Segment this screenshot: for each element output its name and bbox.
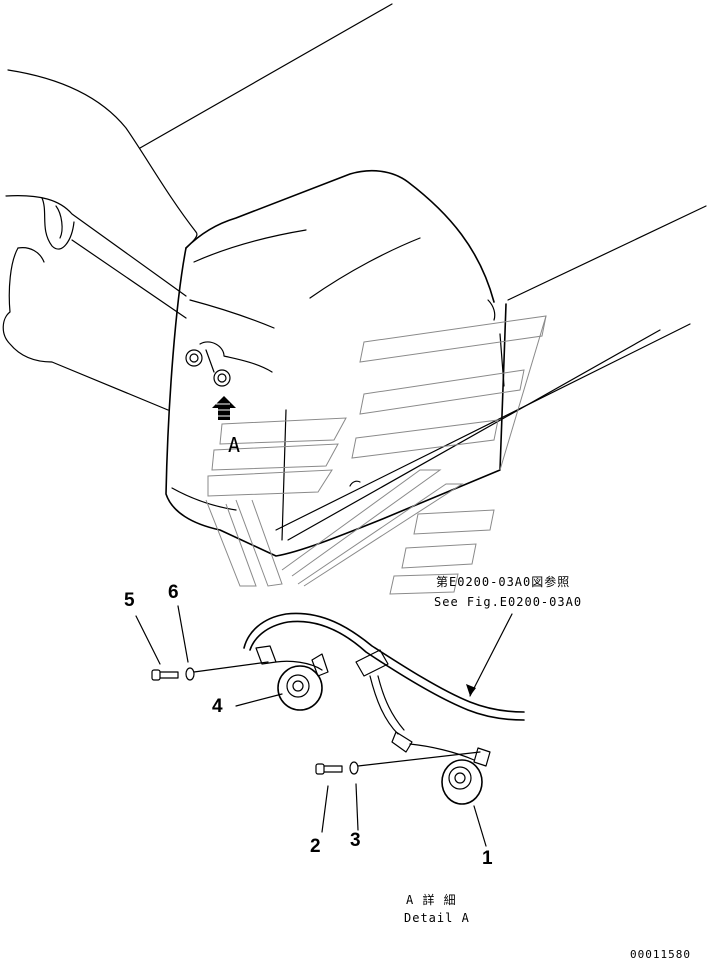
view-arrow-icon <box>212 396 236 420</box>
reference-label-jp: 第E0200-03A0図参照 <box>436 574 570 589</box>
bolt-right <box>315 763 343 775</box>
phantom-floor-panels <box>205 315 547 595</box>
washer-left <box>185 667 195 681</box>
drawing-number: 00011580 <box>630 948 691 961</box>
leader-washer-to-horn-right <box>357 751 481 767</box>
callout-1: 1 <box>482 848 493 869</box>
detail-caption-jp: A 詳 細 <box>406 892 457 907</box>
detail-caption-en: Detail A <box>404 911 470 925</box>
harness-assembly <box>243 612 525 805</box>
washer-right <box>349 761 359 775</box>
callout-2: 2 <box>310 836 321 857</box>
leader-washer-to-horn <box>193 661 269 673</box>
bolt-left <box>151 669 179 681</box>
machine-body-outline <box>2 3 707 557</box>
view-marker: A <box>228 433 240 457</box>
callout-4: 4 <box>212 696 223 717</box>
reference-label-en: See Fig.E0200-03A0 <box>434 595 582 609</box>
callout-6: 6 <box>168 582 179 603</box>
callout-3: 3 <box>350 830 361 851</box>
callout-leaders <box>135 605 513 847</box>
horn-location-icons <box>185 341 273 387</box>
callout-5: 5 <box>124 590 135 611</box>
